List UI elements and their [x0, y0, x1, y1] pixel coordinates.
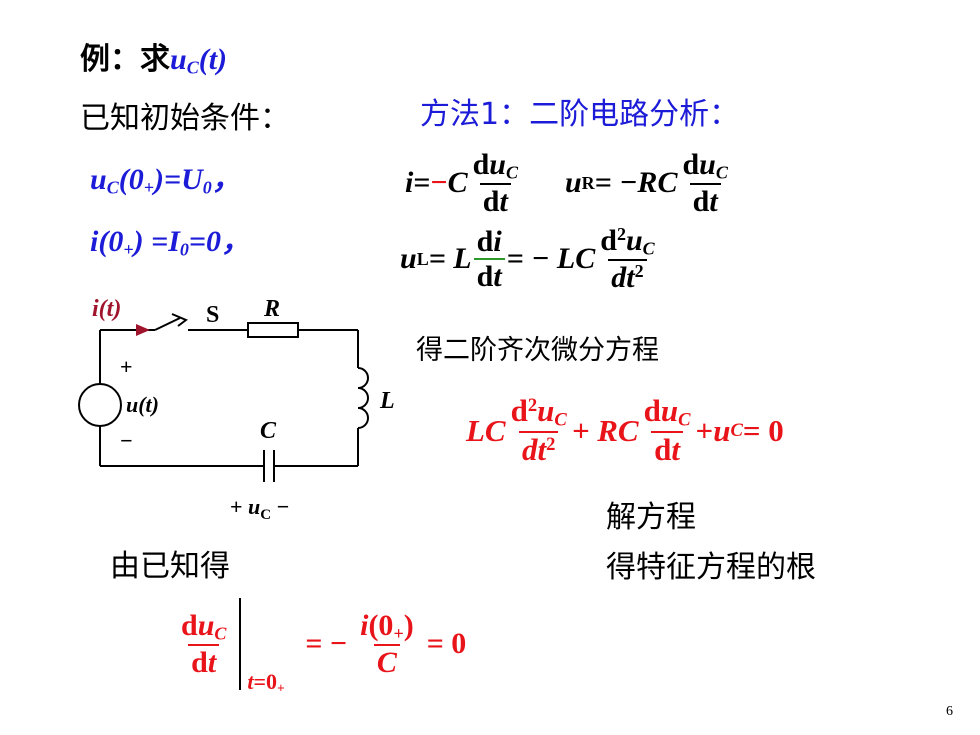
initial-derivative-equation: duC dt t=0+ = − i(0+) C = 0: [176, 598, 466, 695]
example-label: 例：求: [80, 42, 170, 77]
source-label: u(t): [126, 392, 159, 417]
capacitor-label: C: [260, 418, 277, 444]
current-arrow: [136, 324, 150, 336]
eval-bar: t=0+: [239, 598, 301, 695]
page-number: 6: [946, 704, 953, 719]
ode-title: 得二阶齐次微分方程: [416, 335, 659, 366]
roots-text: 得特征方程的根: [606, 550, 816, 585]
rlc-circuit: i(t) S R L C u(t) + − + uC −: [78, 296, 395, 523]
capacitor-voltage-label: + uC −: [230, 494, 289, 523]
switch-label: S: [206, 302, 219, 328]
d2uc-dt2-fraction: d2uC dt2: [600, 223, 655, 294]
resistor: [247, 322, 299, 338]
ode-first-derivative: duC dt: [643, 393, 691, 468]
current-label: i(t): [92, 296, 121, 322]
known-text: 由已知得: [110, 549, 230, 584]
inductor: [357, 367, 369, 429]
switch-arrow: [171, 313, 188, 327]
di-dt-fraction: di dt: [473, 225, 505, 293]
duc-dt-eval-fraction: duC dt: [181, 608, 227, 679]
ode-second-derivative: d2uC dt2: [510, 393, 567, 468]
example-heading: 例：求uC(t): [80, 40, 227, 88]
switch-blade: [154, 317, 181, 331]
example-var: uC(t): [170, 43, 228, 78]
duc-dt-fraction: duC dt: [472, 147, 518, 218]
inductor-label: L: [379, 388, 395, 414]
source-plus: +: [120, 354, 133, 379]
voltage-source: [78, 383, 122, 427]
initial-current: i(0+) =I0=0，: [90, 225, 251, 260]
source-minus: −: [120, 428, 133, 453]
method-title: 方法1：二阶电路分析：: [420, 97, 740, 132]
resistor-label: R: [263, 296, 280, 322]
i0-over-c-fraction: i(0+) C: [360, 608, 414, 679]
given-title: 已知初始条件：: [80, 101, 290, 136]
duc-dt-fraction-2: duC dt: [682, 147, 728, 218]
initial-voltage: uC(0+)=U0，: [90, 162, 242, 198]
solve-text: 解方程: [606, 500, 696, 535]
